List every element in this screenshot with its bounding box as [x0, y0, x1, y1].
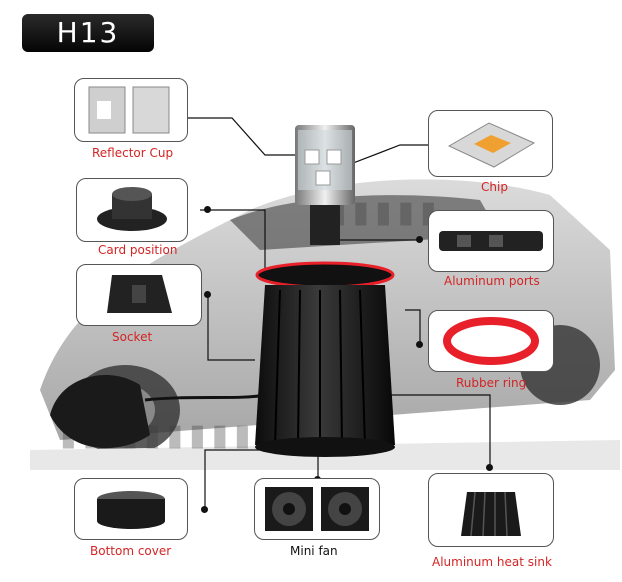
led-chip-icon: [447, 122, 536, 168]
card-position-icon: [97, 187, 167, 231]
connector-dot: [204, 291, 211, 298]
connector-dot: [204, 206, 211, 213]
aluminum-heat-sink-icon: [461, 491, 521, 537]
connector-dot: [416, 341, 423, 348]
mini-fan-box: [254, 478, 380, 540]
socket-icon: [107, 275, 172, 313]
bottom-cover-box: [74, 478, 188, 540]
reflector-cup-icon: [88, 86, 170, 134]
mini-fan-label: Mini fan: [290, 544, 338, 558]
mini-fan-icon: [265, 487, 369, 531]
connector-dot: [486, 464, 493, 471]
aluminum-ports-box: [428, 210, 554, 272]
card-position-label: Card position: [98, 243, 178, 257]
aluminum-ports-icon: [439, 231, 543, 251]
aluminum-heat-sink-label: Aluminum heat sink: [432, 555, 552, 569]
chip-box: [428, 110, 553, 177]
aluminum-heat-sink-box: [428, 473, 554, 547]
model-title-badge: H13: [22, 14, 154, 52]
bottom-cover-label: Bottom cover: [90, 544, 172, 558]
card-position-box: [76, 178, 188, 242]
connector-dot: [416, 236, 423, 243]
connector-dot: [201, 506, 208, 513]
socket-cable-image: [50, 375, 266, 449]
bottom-cover-icon: [97, 491, 165, 529]
aluminum-ports-label: Aluminum ports: [444, 274, 540, 288]
socket-label: Socket: [112, 330, 153, 344]
chip-label: Chip: [481, 180, 508, 194]
rubber-ring-label: Rubber ring: [456, 376, 527, 390]
socket-box: [76, 264, 202, 326]
rubber-ring-icon: [443, 317, 539, 365]
reflector-cup-box: [74, 78, 188, 142]
rubber-ring-box: [428, 310, 554, 372]
reflector-cup-label: Reflector Cup: [92, 146, 174, 160]
h13-led-bulb-image: [255, 125, 395, 457]
